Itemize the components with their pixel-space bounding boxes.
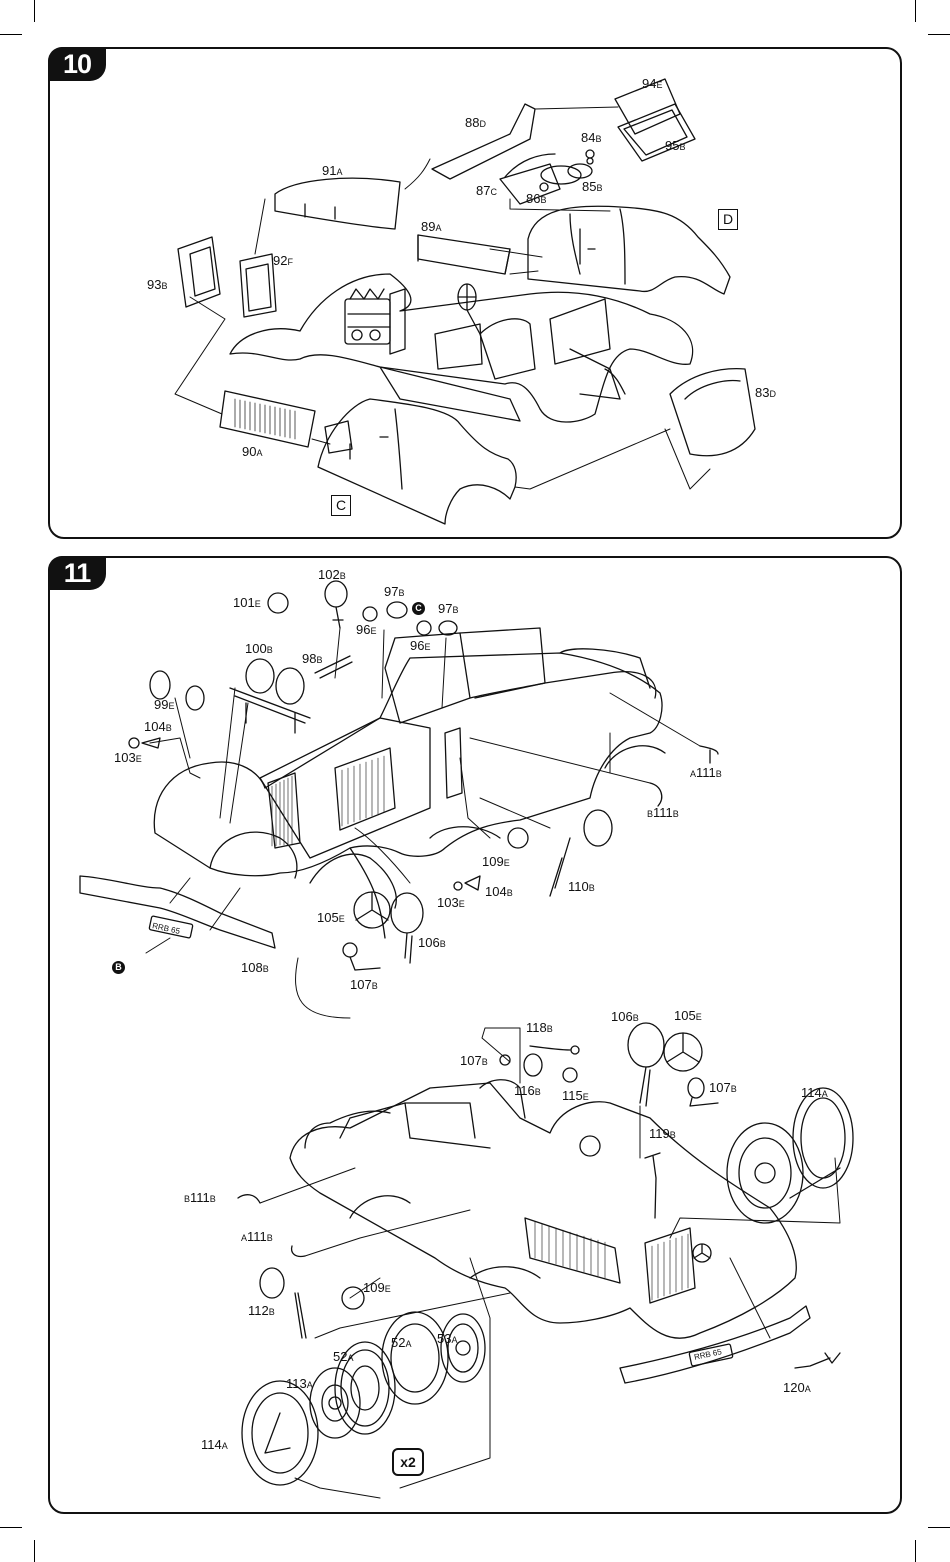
crop-mark xyxy=(915,0,916,22)
part-label: 103E xyxy=(114,750,142,765)
part-label: 89A xyxy=(421,219,442,234)
callout-box-C: C xyxy=(331,495,351,516)
part-label: 110B xyxy=(568,879,595,894)
part-label: 119B xyxy=(649,1126,676,1141)
part-label: 105E xyxy=(674,1008,702,1023)
part-label: 112B xyxy=(248,1303,275,1318)
part-label: 93B xyxy=(147,277,168,292)
part-label: 106B xyxy=(418,935,446,950)
part-label: 116B xyxy=(514,1083,541,1098)
part-label: 107B xyxy=(709,1080,737,1095)
part-label: 102B xyxy=(318,567,346,582)
part-label: 86B xyxy=(526,191,547,206)
crop-mark xyxy=(928,34,950,35)
part-label: 115E xyxy=(562,1088,589,1103)
reference-badge-C: C xyxy=(412,602,425,615)
reference-badge-B: B xyxy=(112,961,125,974)
part-label: 104B xyxy=(485,884,513,899)
crop-mark xyxy=(34,1540,35,1562)
part-label: 97B xyxy=(384,584,405,599)
part-label: 106B xyxy=(611,1009,639,1024)
part-label: 105E xyxy=(317,910,345,925)
part-label: 103E xyxy=(437,895,465,910)
part-label: 118B xyxy=(526,1020,553,1035)
step-number: 10 xyxy=(48,47,106,81)
part-label: 109E xyxy=(482,854,510,869)
part-label: 83D xyxy=(755,385,776,400)
part-label: 90A xyxy=(242,444,263,459)
part-label: 99E xyxy=(154,697,175,712)
part-label: 95B xyxy=(665,138,686,153)
part-label: 92F xyxy=(273,253,293,268)
step-10-exploded-diagram xyxy=(174,78,756,525)
part-label: 87C xyxy=(476,183,497,198)
step-11-panel: 11 xyxy=(48,556,902,1514)
part-label: B111B xyxy=(647,805,679,820)
part-label: 107B xyxy=(350,977,378,992)
part-label: 88D xyxy=(465,115,486,130)
part-label: 120A xyxy=(783,1380,811,1395)
part-label: 94E xyxy=(642,76,663,91)
part-label: 53A xyxy=(437,1331,458,1346)
part-label: 108B xyxy=(241,960,269,975)
part-label: 104B xyxy=(144,719,172,734)
crop-mark xyxy=(928,1527,950,1528)
part-label: 107B xyxy=(460,1053,488,1068)
crop-mark xyxy=(915,1540,916,1562)
part-label: 109E xyxy=(363,1280,391,1295)
part-label: 91A xyxy=(322,163,343,178)
part-label: 101E xyxy=(233,595,261,610)
part-label: 113A xyxy=(286,1376,313,1391)
crop-mark xyxy=(0,34,22,35)
crop-mark xyxy=(0,1527,22,1528)
quantity-multiplier: x2 xyxy=(392,1448,424,1476)
callout-box-D: D xyxy=(718,209,738,230)
crop-mark xyxy=(34,0,35,22)
part-label: 84B xyxy=(581,130,602,145)
step-10-panel: 10 xyxy=(48,47,902,539)
part-label: 52A xyxy=(391,1335,412,1350)
part-label: 98B xyxy=(302,651,323,666)
part-label: 96E xyxy=(356,622,377,637)
part-label: A111B xyxy=(241,1229,273,1244)
step-11-exploded-diagram xyxy=(79,580,854,1499)
step-number: 11 xyxy=(48,556,106,590)
part-label: 114A xyxy=(801,1085,828,1100)
part-label: B111B xyxy=(184,1190,216,1205)
part-label: 114A xyxy=(201,1437,228,1452)
part-label: 85B xyxy=(582,179,603,194)
part-label: 96E xyxy=(410,638,431,653)
part-label: 97B xyxy=(438,601,459,616)
part-label: 100B xyxy=(245,641,273,656)
part-label: A111B xyxy=(690,765,722,780)
part-label: 52A xyxy=(333,1349,354,1364)
